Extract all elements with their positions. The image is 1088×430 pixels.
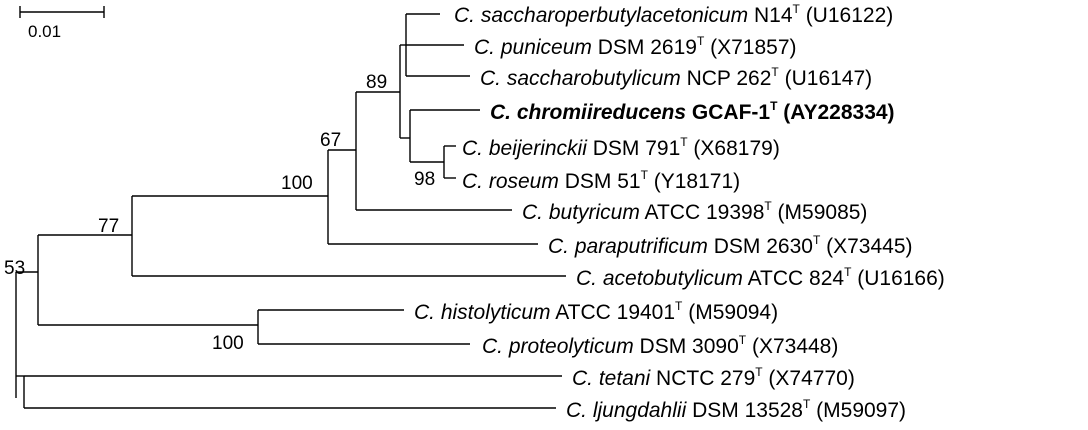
leaf-strain: DSM 2630 [708, 235, 813, 258]
type-strain-mark: T [844, 265, 852, 279]
leaf-accession: (U16122) [800, 4, 893, 27]
type-strain-mark: T [641, 168, 649, 182]
leaf-accession: (AY228334) [777, 101, 894, 124]
bootstrap-label-77: 77 [98, 216, 119, 237]
leaf-accession: (X73445) [820, 235, 912, 258]
type-strain-mark: T [793, 2, 801, 16]
type-strain-mark: T [680, 135, 688, 149]
leaf-strain: DSM 791 [587, 137, 680, 160]
leaf-label-puniceum: C. puniceum DSM 2619T (X71857) [474, 34, 797, 59]
leaf-strain: DSM 2619 [592, 36, 697, 59]
type-strain-mark: T [770, 99, 778, 113]
bootstrap-labels: 89 67 100 77 53 98 100 [4, 72, 435, 354]
leaf-label-histolyticum: C. histolyticum ATCC 19401T (M59094) [414, 299, 778, 324]
leaf-label-proteolyticum: C. proteolyticum DSM 3090T (X73448) [482, 333, 838, 358]
leaf-strain: ATCC 19401 [551, 301, 676, 324]
leaf-accession: (U16147) [779, 67, 872, 90]
leaf-strain: NCTC 279 [650, 367, 755, 390]
type-strain-mark: T [803, 397, 811, 411]
leaf-species-name: C. saccharobutylicum [480, 67, 681, 90]
leaf-accession: (X71857) [704, 36, 796, 59]
leaf-strain: DSM 3090 [634, 335, 739, 358]
type-strain-mark: T [755, 365, 763, 379]
leaf-label-chromiireducens: C. chromiireducens GCAF-1T (AY228334) [490, 99, 895, 124]
leaf-accession: (M59097) [810, 399, 906, 422]
leaf-strain: ATCC 824 [743, 267, 844, 290]
leaf-label-ljungdahlii: C. ljungdahlii DSM 13528T (M59097) [566, 397, 906, 422]
type-strain-mark: T [771, 65, 779, 79]
leaf-label-roseum: C. roseum DSM 51T (Y18171) [462, 168, 740, 193]
leaf-species-name: C. beijerinckii [462, 137, 588, 160]
leaf-species-name: C. histolyticum [414, 301, 551, 324]
leaf-species-name: C. proteolyticum [482, 335, 634, 358]
leaf-strain: NCP 262 [681, 67, 772, 90]
leaf-label-acetobutylicum: C. acetobutylicum ATCC 824T (U16166) [576, 265, 945, 290]
leaf-accession: (M59094) [682, 301, 778, 324]
leaf-species-name: C. butyricum [522, 201, 640, 224]
leaf-label-saccharoperbutylacetonicum: C. saccharoperbutylacetonicum N14T (U161… [454, 2, 893, 27]
bootstrap-label-67: 67 [320, 130, 341, 151]
type-strain-mark: T [739, 333, 747, 347]
leaf-labels: C. saccharoperbutylacetonicum N14T (U161… [414, 2, 945, 422]
leaf-accession: (M59085) [772, 201, 868, 224]
leaf-label-paraputrificum: C. paraputrificum DSM 2630T (X73445) [548, 233, 913, 258]
leaf-accession: (Y18171) [648, 170, 740, 193]
leaf-strain: N14 [748, 4, 793, 27]
type-strain-mark: T [764, 199, 772, 213]
leaf-accession: (X74770) [763, 367, 855, 390]
leaf-species-name: C. roseum [462, 170, 559, 193]
leaf-strain: ATCC 19398 [640, 201, 765, 224]
leaf-strain: GCAF-1 [686, 101, 770, 124]
leaf-label-butyricum: C. butyricum ATCC 19398T (M59085) [522, 199, 867, 224]
leaf-species-name: C. chromiireducens [490, 101, 686, 124]
scale-bar-label: 0.01 [28, 22, 61, 41]
leaf-accession: (X68179) [688, 137, 780, 160]
leaf-strain: DSM 13528 [686, 399, 803, 422]
bootstrap-label-53: 53 [4, 258, 25, 279]
type-strain-mark: T [697, 34, 705, 48]
leaf-accession: (X73448) [746, 335, 838, 358]
type-strain-mark: T [813, 233, 821, 247]
bootstrap-label-89: 89 [366, 72, 387, 93]
type-strain-mark: T [675, 299, 683, 313]
bootstrap-label-98: 98 [414, 169, 435, 190]
leaf-label-tetani: C. tetani NCTC 279T (X74770) [572, 365, 855, 390]
leaf-species-name: C. acetobutylicum [576, 267, 743, 290]
bootstrap-label-100-lower: 100 [212, 333, 244, 354]
leaf-species-name: C. saccharoperbutylacetonicum [454, 4, 748, 27]
leaf-strain: DSM 51 [559, 170, 641, 193]
leaf-label-saccharobutylicum: C. saccharobutylicum NCP 262T (U16147) [480, 65, 872, 90]
leaf-species-name: C. ljungdahlii [566, 399, 688, 422]
leaf-species-name: C. puniceum [474, 36, 592, 59]
leaf-label-beijerinckii: C. beijerinckii DSM 791T (X68179) [462, 135, 780, 160]
leaf-species-name: C. paraputrificum [548, 235, 708, 258]
scale-bar: 0.01 [19, 6, 105, 41]
bootstrap-label-100-upper: 100 [281, 173, 313, 194]
leaf-accession: (U16166) [851, 267, 944, 290]
tree-branches [15, 13, 566, 409]
leaf-species-name: C. tetani [572, 367, 652, 390]
